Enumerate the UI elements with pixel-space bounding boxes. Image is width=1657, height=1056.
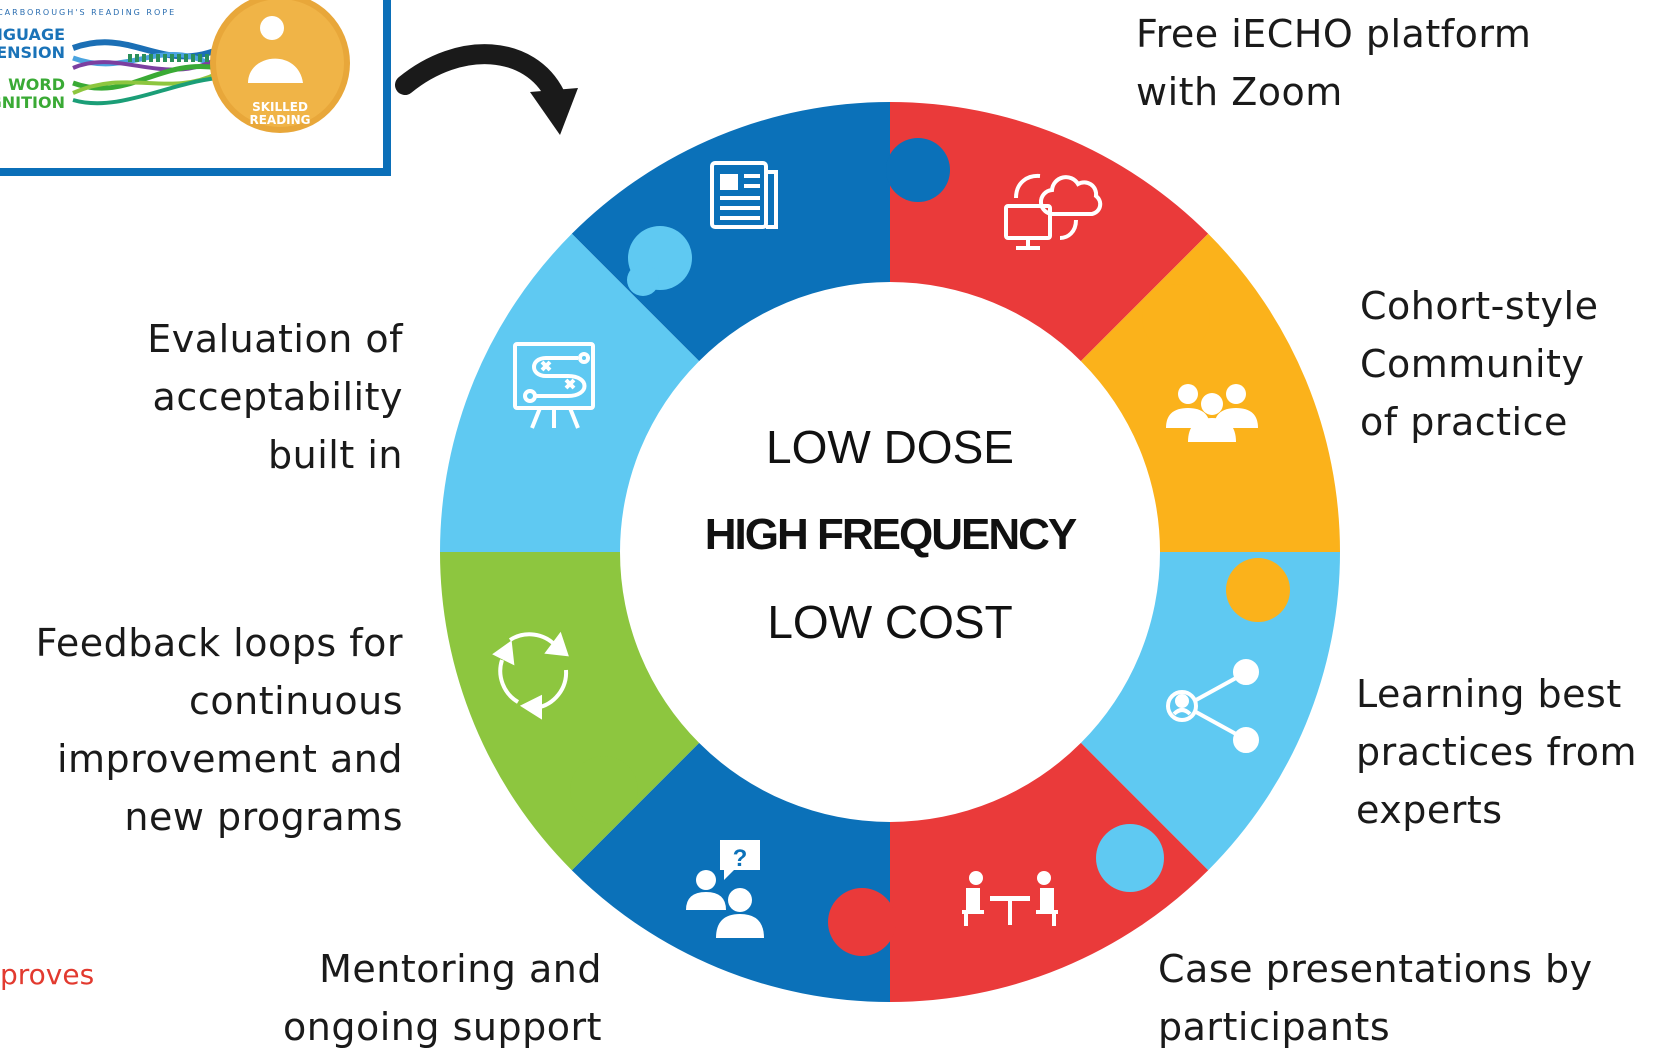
center-high-frequency: HIGH FREQUENCY (704, 510, 1077, 559)
rope-title: SCARBOROUGH'S READING ROPE (0, 8, 177, 17)
knob-light-blue (1096, 824, 1164, 892)
rope-graphic (71, 0, 350, 133)
label-learning-best-practices: Learning best practices from experts (1356, 672, 1637, 832)
center-low-dose: LOW DOSE (766, 421, 1014, 473)
label-mentoring: Mentoring and ongoing support (283, 947, 602, 1049)
label-cohort-community: Cohort-style Community of practice (1360, 284, 1599, 444)
knob-green (570, 756, 638, 824)
knob-light-blue-left-neck (627, 264, 659, 296)
label-case-presentations: Case presentations by participants (1158, 947, 1593, 1049)
question-mark-glyph: ? (733, 845, 748, 872)
segment-light-blue-left (440, 233, 700, 553)
knob-red-top (886, 138, 950, 202)
cycle-arrows-icon (492, 631, 569, 720)
strategy-board-icon (513, 342, 595, 429)
cut-off-text: proves (0, 958, 95, 991)
reading-rope-logo: SCARBOROUGH'S READING ROPE NGUAGE HENSIO… (0, 0, 391, 176)
group-icon (1166, 384, 1258, 442)
cloud-sync-monitor-icon (1004, 173, 1103, 250)
meeting-table-icon (962, 871, 1058, 926)
segment-dark-blue-top (571, 102, 890, 362)
question-people-icon (686, 840, 764, 938)
newspaper-icon (710, 161, 778, 229)
curved-arrow (395, 44, 578, 135)
segment-light-blue-right (1080, 552, 1340, 871)
label-feedback-loops: Feedback loops for continuous improvemen… (35, 621, 403, 839)
segment-red-bottom (890, 742, 1209, 1002)
label-free-iecho-platform: Free iECHO platform with Zoom (1136, 12, 1532, 114)
knob-red-bottom (828, 888, 896, 956)
word-recognition-caption: WORD GNITION (0, 75, 65, 112)
label-evaluation: Evaluation of acceptability built in (147, 317, 403, 477)
center-low-cost: LOW COST (767, 596, 1013, 648)
skilled-reading-caption: SKILLED READING (249, 100, 311, 127)
knob-orange (1142, 284, 1210, 352)
share-person-icon (1166, 659, 1259, 753)
knob-orange-bottom (1226, 558, 1290, 622)
language-comprehension-caption: NGUAGE HENSION (0, 25, 65, 62)
